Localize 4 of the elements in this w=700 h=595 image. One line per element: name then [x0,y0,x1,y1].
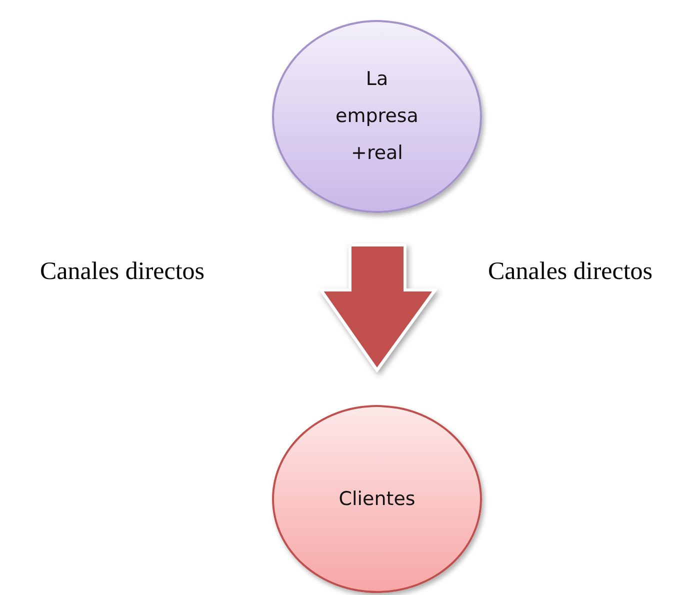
node-label: Clientes [338,488,416,510]
channel-label: Canales directos [488,258,653,286]
channel-label: Canales directos [40,258,205,286]
node-label: La empresa +real [336,68,418,164]
